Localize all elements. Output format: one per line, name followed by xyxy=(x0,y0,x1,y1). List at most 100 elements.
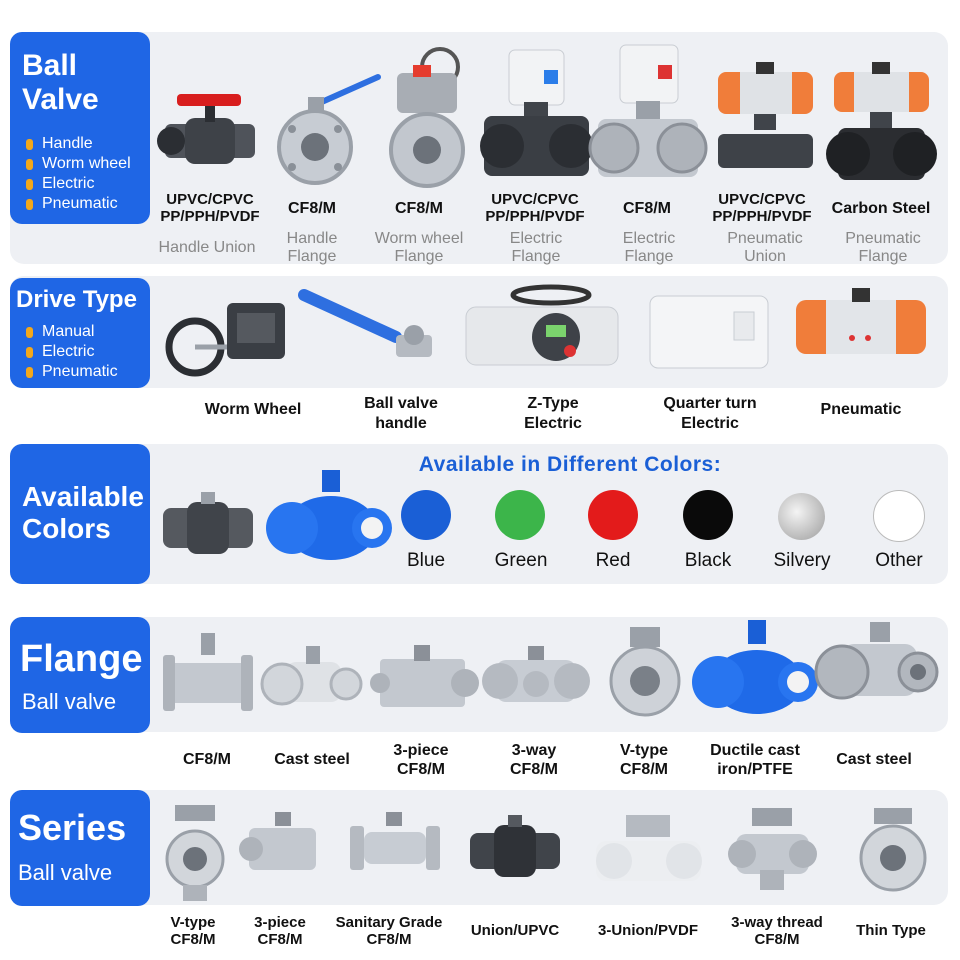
bullet-item: Pneumatic xyxy=(20,362,118,382)
swatch-label: Green xyxy=(494,550,548,571)
series-title-line1: Series xyxy=(18,807,127,848)
z-type-electric-actuator-image[interactable] xyxy=(465,284,619,375)
flange-handle-valve-image[interactable] xyxy=(270,74,381,185)
carbon-steel-pneumatic-flange-valve-image[interactable] xyxy=(826,58,937,188)
sanitary-grade-series-valve-image[interactable] xyxy=(350,812,440,882)
thin-type-series-valve-image[interactable] xyxy=(850,808,935,893)
flange-tag: Flange Ball valve xyxy=(10,617,150,733)
flange-caption: CF8/M xyxy=(183,751,231,768)
gray-union-valve-image[interactable] xyxy=(163,492,253,562)
colors-title-line1: Available xyxy=(22,481,144,512)
cf8m-electric-flange-valve-image[interactable] xyxy=(588,44,708,185)
flange-caption: Cast steel xyxy=(836,751,912,768)
ball-valve-title-line1: Ball xyxy=(22,49,78,82)
swatch-label: Silvery xyxy=(773,550,831,571)
swatch-red xyxy=(588,490,638,540)
swatch-label: Black xyxy=(684,550,732,571)
v-type-series-valve-image[interactable] xyxy=(165,805,225,905)
colors-heading: Available in Different Colors: xyxy=(418,453,722,476)
upvc-union-valve-image[interactable] xyxy=(157,88,255,183)
series-tag: Series Ball valve xyxy=(10,790,150,906)
3-piece-series-valve-image[interactable] xyxy=(239,812,320,877)
series-title-line2: Ball valve xyxy=(18,860,113,885)
flange-caption: Cast steel xyxy=(274,751,350,768)
cast-steel-flange-valve-large-image[interactable] xyxy=(814,622,939,717)
swatch-black xyxy=(683,490,733,540)
ball-valve-subcaption: Handle Union xyxy=(158,239,256,256)
bullet-icon xyxy=(26,199,33,210)
cf8m-flange-valve-image[interactable] xyxy=(163,633,253,718)
union-upvc-series-valve-image[interactable] xyxy=(470,815,560,885)
upvc-electric-flange-valve-image[interactable] xyxy=(480,49,593,185)
series-caption: Union/UPVC xyxy=(470,922,560,939)
ball-valve-title-line2: Valve xyxy=(22,83,99,116)
worm-wheel-flange-valve-image[interactable] xyxy=(385,45,475,190)
bullet-item: Pneumatic xyxy=(20,194,131,214)
3-way-thread-series-valve-image[interactable] xyxy=(728,808,817,898)
3-piece-flange-valve-image[interactable] xyxy=(370,645,479,720)
bullet-item: Manual xyxy=(20,322,118,342)
bullet-icon xyxy=(26,179,33,190)
bullet-item: Electric xyxy=(20,174,131,194)
bullet-item: Electric xyxy=(20,342,118,362)
cast-steel-flange-valve-image[interactable] xyxy=(260,640,363,720)
swatch-label: Blue xyxy=(406,550,446,571)
colors-title-line2: Colors xyxy=(22,513,111,544)
swatch-other xyxy=(873,490,925,542)
quarter-turn-electric-actuator-image[interactable] xyxy=(649,282,769,372)
ball-valve-caption: CF8/M xyxy=(288,200,336,217)
colors-tag: Available Colors xyxy=(10,444,150,584)
v-type-flange-valve-image[interactable] xyxy=(600,627,690,717)
bullet-icon xyxy=(26,347,33,358)
pneumatic-union-valve-image[interactable] xyxy=(718,58,813,188)
swatch-silvery xyxy=(778,493,825,540)
pneumatic-actuator-image[interactable] xyxy=(796,288,926,358)
ball-valve-caption: Carbon Steel xyxy=(831,200,931,217)
swatch-label: Red xyxy=(595,550,631,571)
ball-valve-bullets: Handle Worm wheel Electric Pneumatic xyxy=(20,134,131,214)
blue-flange-valve-image[interactable] xyxy=(266,470,392,565)
series-caption: 3-Union/PVDF xyxy=(598,922,698,939)
series-caption: Thin Type xyxy=(856,922,926,939)
ductile-iron-ptfe-flange-valve-image[interactable] xyxy=(692,620,818,720)
3-union-pvdf-series-valve-image[interactable] xyxy=(596,815,702,895)
ball-valve-handle-image[interactable] xyxy=(296,287,441,372)
bullet-item: Worm wheel xyxy=(20,154,131,174)
drive-type-caption: Worm Wheel xyxy=(204,401,302,418)
drive-type-caption: Pneumatic xyxy=(820,401,902,418)
flange-title-line2: Ball valve xyxy=(22,689,117,714)
ball-valve-caption: CF8/M xyxy=(623,200,671,217)
drive-type-tag: Drive Type Manual Electric Pneumatic xyxy=(10,278,150,388)
ball-valve-tag: Ball Valve Handle Worm wheel Electric Pn… xyxy=(10,32,150,224)
bullet-icon xyxy=(26,159,33,170)
drive-type-bullets: Manual Electric Pneumatic xyxy=(20,322,118,382)
bullet-icon xyxy=(26,327,33,338)
3-way-flange-valve-image[interactable] xyxy=(482,642,590,717)
drive-type-title: Drive Type xyxy=(16,286,137,313)
swatch-blue xyxy=(401,490,451,540)
bullet-item: Handle xyxy=(20,134,131,154)
worm-wheel-image[interactable] xyxy=(165,295,290,395)
ball-valve-caption: CF8/M xyxy=(395,200,443,217)
swatch-label: Other xyxy=(875,550,923,571)
